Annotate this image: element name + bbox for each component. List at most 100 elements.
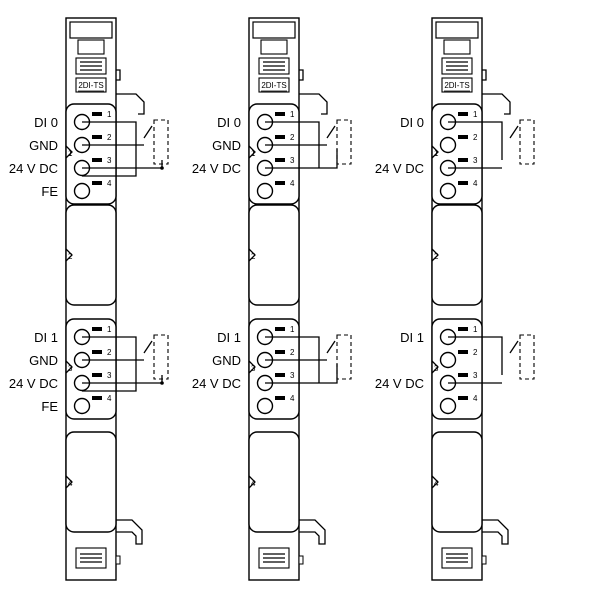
release-button xyxy=(458,373,468,377)
lower-release-hook xyxy=(299,519,326,545)
signal-label: GND xyxy=(29,353,58,368)
wire-di xyxy=(82,336,137,392)
switch-contact xyxy=(326,340,336,354)
module-header: 2DI-TS xyxy=(78,81,103,90)
wire-di xyxy=(448,336,503,375)
terminal-number: 4 xyxy=(107,394,112,403)
terminal-block xyxy=(431,103,483,205)
terminal-block xyxy=(248,318,300,420)
signal-label: 24 V DC xyxy=(192,161,241,176)
group-number: 3 xyxy=(434,364,439,373)
release-button xyxy=(275,327,285,331)
module-header: 2DI-TS xyxy=(261,81,286,90)
wire-di xyxy=(265,336,320,383)
segment-number: 4 xyxy=(251,479,256,488)
sensor-outline xyxy=(336,119,352,165)
segment-block xyxy=(65,431,117,533)
release-button xyxy=(275,373,285,377)
lower-release-hook xyxy=(116,519,143,545)
release-button xyxy=(275,135,285,139)
segment-number: 2 xyxy=(434,252,439,261)
terminal-number: 1 xyxy=(107,110,112,119)
group-marker xyxy=(248,145,256,159)
release-button xyxy=(92,112,102,116)
terminal-number: 4 xyxy=(290,179,295,188)
bottom-clip xyxy=(298,555,304,565)
release-button xyxy=(92,396,102,400)
release-button xyxy=(275,181,285,185)
terminal-clamp xyxy=(256,397,274,415)
upper-release-hook xyxy=(482,93,511,115)
signal-label: DI 1 xyxy=(217,330,241,345)
terminal-number: 3 xyxy=(473,371,478,380)
header-label-box xyxy=(75,77,107,93)
signal-label: 24 V DC xyxy=(192,376,241,391)
switch-contact xyxy=(143,125,153,139)
side-clip xyxy=(116,69,121,81)
switch-contact xyxy=(509,340,519,354)
group-marker xyxy=(65,145,73,159)
segment-number: 4 xyxy=(434,479,439,488)
terminal-number: 2 xyxy=(290,133,295,142)
segment-number: 2 xyxy=(68,252,73,261)
segment-block xyxy=(65,204,117,306)
terminal-block xyxy=(65,318,117,420)
sensor-wiring xyxy=(265,334,352,384)
sensor-wiring xyxy=(265,119,352,169)
release-button xyxy=(275,158,285,162)
signal-label: FE xyxy=(41,184,58,199)
segment-marker xyxy=(248,248,256,262)
release-button xyxy=(275,396,285,400)
bottom-clip xyxy=(481,555,487,565)
terminal-number: 3 xyxy=(107,156,112,165)
switch-contact xyxy=(143,340,153,354)
wire-junction xyxy=(160,166,164,170)
signal-label: DI 1 xyxy=(400,330,424,345)
switch-contact xyxy=(326,125,336,139)
terminal-clamp xyxy=(73,397,91,415)
terminal-number: 4 xyxy=(290,394,295,403)
group-marker xyxy=(248,360,256,374)
top-latch xyxy=(252,21,296,39)
segment-number: 4 xyxy=(68,479,73,488)
terminal-number: 1 xyxy=(290,325,295,334)
signal-label: GND xyxy=(29,138,58,153)
segment-number: 2 xyxy=(251,252,256,261)
side-clip xyxy=(482,69,487,81)
signal-label: DI 0 xyxy=(400,115,424,130)
wire-di xyxy=(448,121,503,160)
signal-label: DI 1 xyxy=(34,330,58,345)
segment-marker xyxy=(65,248,73,262)
signal-label: 24 V DC xyxy=(375,376,424,391)
release-button xyxy=(458,181,468,185)
terminal-number: 2 xyxy=(290,348,295,357)
sensor-outline xyxy=(519,119,535,165)
signal-label: 24 V DC xyxy=(9,161,58,176)
group-marker xyxy=(65,360,73,374)
terminal-clamp xyxy=(439,397,457,415)
release-button xyxy=(275,350,285,354)
release-button xyxy=(458,396,468,400)
group-number: 3 xyxy=(251,364,256,373)
header-label-box xyxy=(258,77,290,93)
segment-2: 2 xyxy=(431,204,483,306)
terminal-number: 3 xyxy=(290,156,295,165)
terminal-number: 1 xyxy=(473,110,478,119)
segment-4: 4 xyxy=(431,431,483,533)
segment-2: 2 xyxy=(248,204,300,306)
release-button xyxy=(92,350,102,354)
switch-contact xyxy=(509,125,519,139)
segment-block xyxy=(431,431,483,533)
sensor-wiring xyxy=(82,334,169,392)
terminal-number: 2 xyxy=(107,348,112,357)
signal-label: FE xyxy=(41,399,58,414)
signal-label: DI 0 xyxy=(217,115,241,130)
top-connector xyxy=(77,39,105,55)
